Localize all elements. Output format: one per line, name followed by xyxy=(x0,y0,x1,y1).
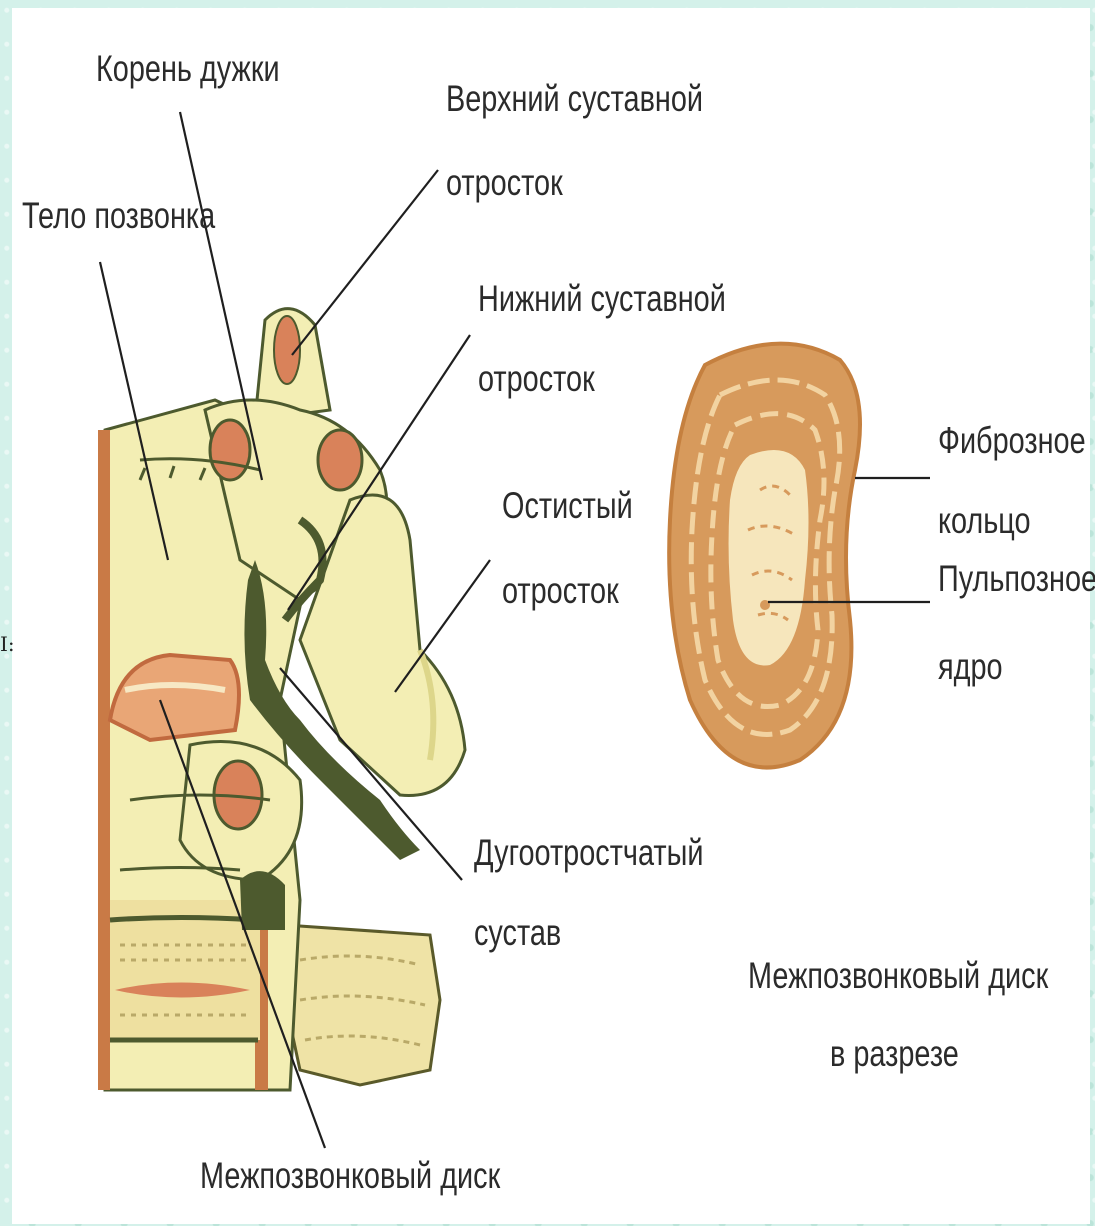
label-facet-joint-line2: сустав xyxy=(474,912,561,954)
label-arch-root: Корень дужки xyxy=(96,48,280,90)
anterior-ligament xyxy=(98,430,110,1090)
label-intervertebral-disc: Межпозвонковый диск xyxy=(200,1155,500,1197)
label-spinous-process-line1: Остистый xyxy=(502,485,633,527)
caption-disc-section-line2: в разрезе xyxy=(830,1033,959,1075)
label-annulus-line2: кольцо xyxy=(938,500,1031,542)
label-superior-process-line1: Верхний суставной xyxy=(446,78,703,120)
disc-cross-section xyxy=(669,344,860,768)
label-superior-process-line2: отросток xyxy=(446,162,563,204)
label-facet-joint-line1: Дугоотростчатый xyxy=(474,832,703,874)
label-nucleus-line1: Пульпозное xyxy=(938,558,1095,600)
label-vertebral-body: Тело позвонка xyxy=(22,195,215,237)
label-annulus-line1: Фиброзное xyxy=(938,420,1086,462)
label-nucleus-line2: ядро xyxy=(938,646,1003,688)
label-inferior-process-line2: отросток xyxy=(478,358,595,400)
label-spinous-process-line2: отросток xyxy=(502,570,619,612)
caption-disc-section-line1: Межпозвонковый диск xyxy=(748,955,1048,997)
label-inferior-process-line1: Нижний суставной xyxy=(478,278,726,320)
leader-superior-process xyxy=(292,170,438,355)
lower-spinous-section xyxy=(285,925,440,1085)
